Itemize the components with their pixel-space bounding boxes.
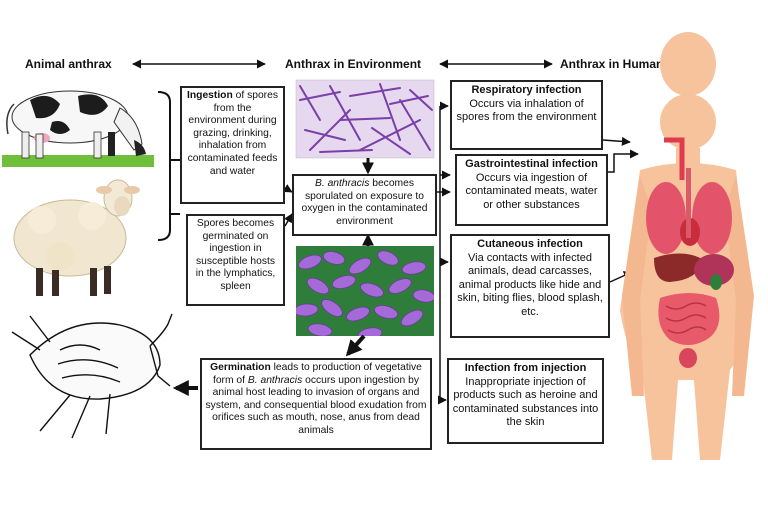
cutaneous-infection-title: Cutaneous infection (477, 238, 583, 250)
cutaneous-infection-text: Via contacts with infected animals, dead… (457, 251, 603, 318)
sporulation-box: B. anthracis becomes sporulated on expos… (292, 174, 437, 236)
injection-infection-title: Infection from injection (464, 362, 587, 374)
injection-infection-text: Inappropriate injection of products such… (452, 375, 599, 429)
spore-micrograph (296, 246, 434, 336)
gastrointestinal-infection-text: Occurs via ingestion of contaminated mea… (465, 171, 598, 211)
human-bracket (437, 101, 451, 405)
heading-anthrax-environment: Anthrax in Environment (285, 57, 422, 71)
sporulation-text: becomes sporulated on exposure to oxygen… (301, 178, 428, 227)
germination-text-2: occurs upon ingestion by animal host lea… (205, 374, 427, 436)
germination-organism: B. anthracis (247, 374, 303, 386)
respiratory-infection-box: Respiratory infection Occurs via inhalat… (450, 80, 603, 150)
human-body-illustration (620, 32, 754, 460)
heading-animal-anthrax: Animal anthrax (25, 57, 112, 71)
heading-anthrax-human: Anthrax in Human (560, 57, 664, 71)
spore-germination-text: Spores becomes germinated on ingestion i… (195, 218, 276, 292)
cutaneous-infection-box: Cutaneous infection Via contacts with in… (450, 234, 610, 338)
arrow-spores-to-germination (345, 334, 366, 357)
gastrointestinal-infection-title: Gastrointestinal infection (465, 158, 598, 170)
sporulation-organism: B. anthracis (314, 178, 370, 189)
spore-germination-box: Spores becomes germinated on ingestion i… (186, 214, 285, 306)
sheep-illustration (13, 179, 140, 296)
ingestion-box: Ingestion of spores from the environment… (180, 86, 285, 204)
rod-micrograph (296, 80, 434, 158)
ingestion-text: of spores from the environment during gr… (187, 90, 278, 177)
animal-bracket (157, 91, 180, 241)
gastrointestinal-infection-box: Gastrointestinal infection Occurs via in… (455, 154, 608, 226)
ingestion-title: Ingestion (187, 90, 233, 101)
respiratory-infection-text: Occurs via inhalation of spores from the… (456, 97, 597, 124)
cow-illustration (2, 90, 154, 167)
dead-animal-illustration (11, 313, 173, 439)
injection-infection-box: Infection from injection Inappropriate i… (447, 358, 604, 444)
left-to-center-arrows (282, 184, 293, 227)
germination-text-1: leads to production of vegetative form o… (212, 362, 422, 386)
respiratory-infection-title: Respiratory infection (471, 84, 582, 96)
germination-title: Germination (210, 362, 271, 373)
germination-box: Germination leads to production of veget… (200, 358, 432, 450)
